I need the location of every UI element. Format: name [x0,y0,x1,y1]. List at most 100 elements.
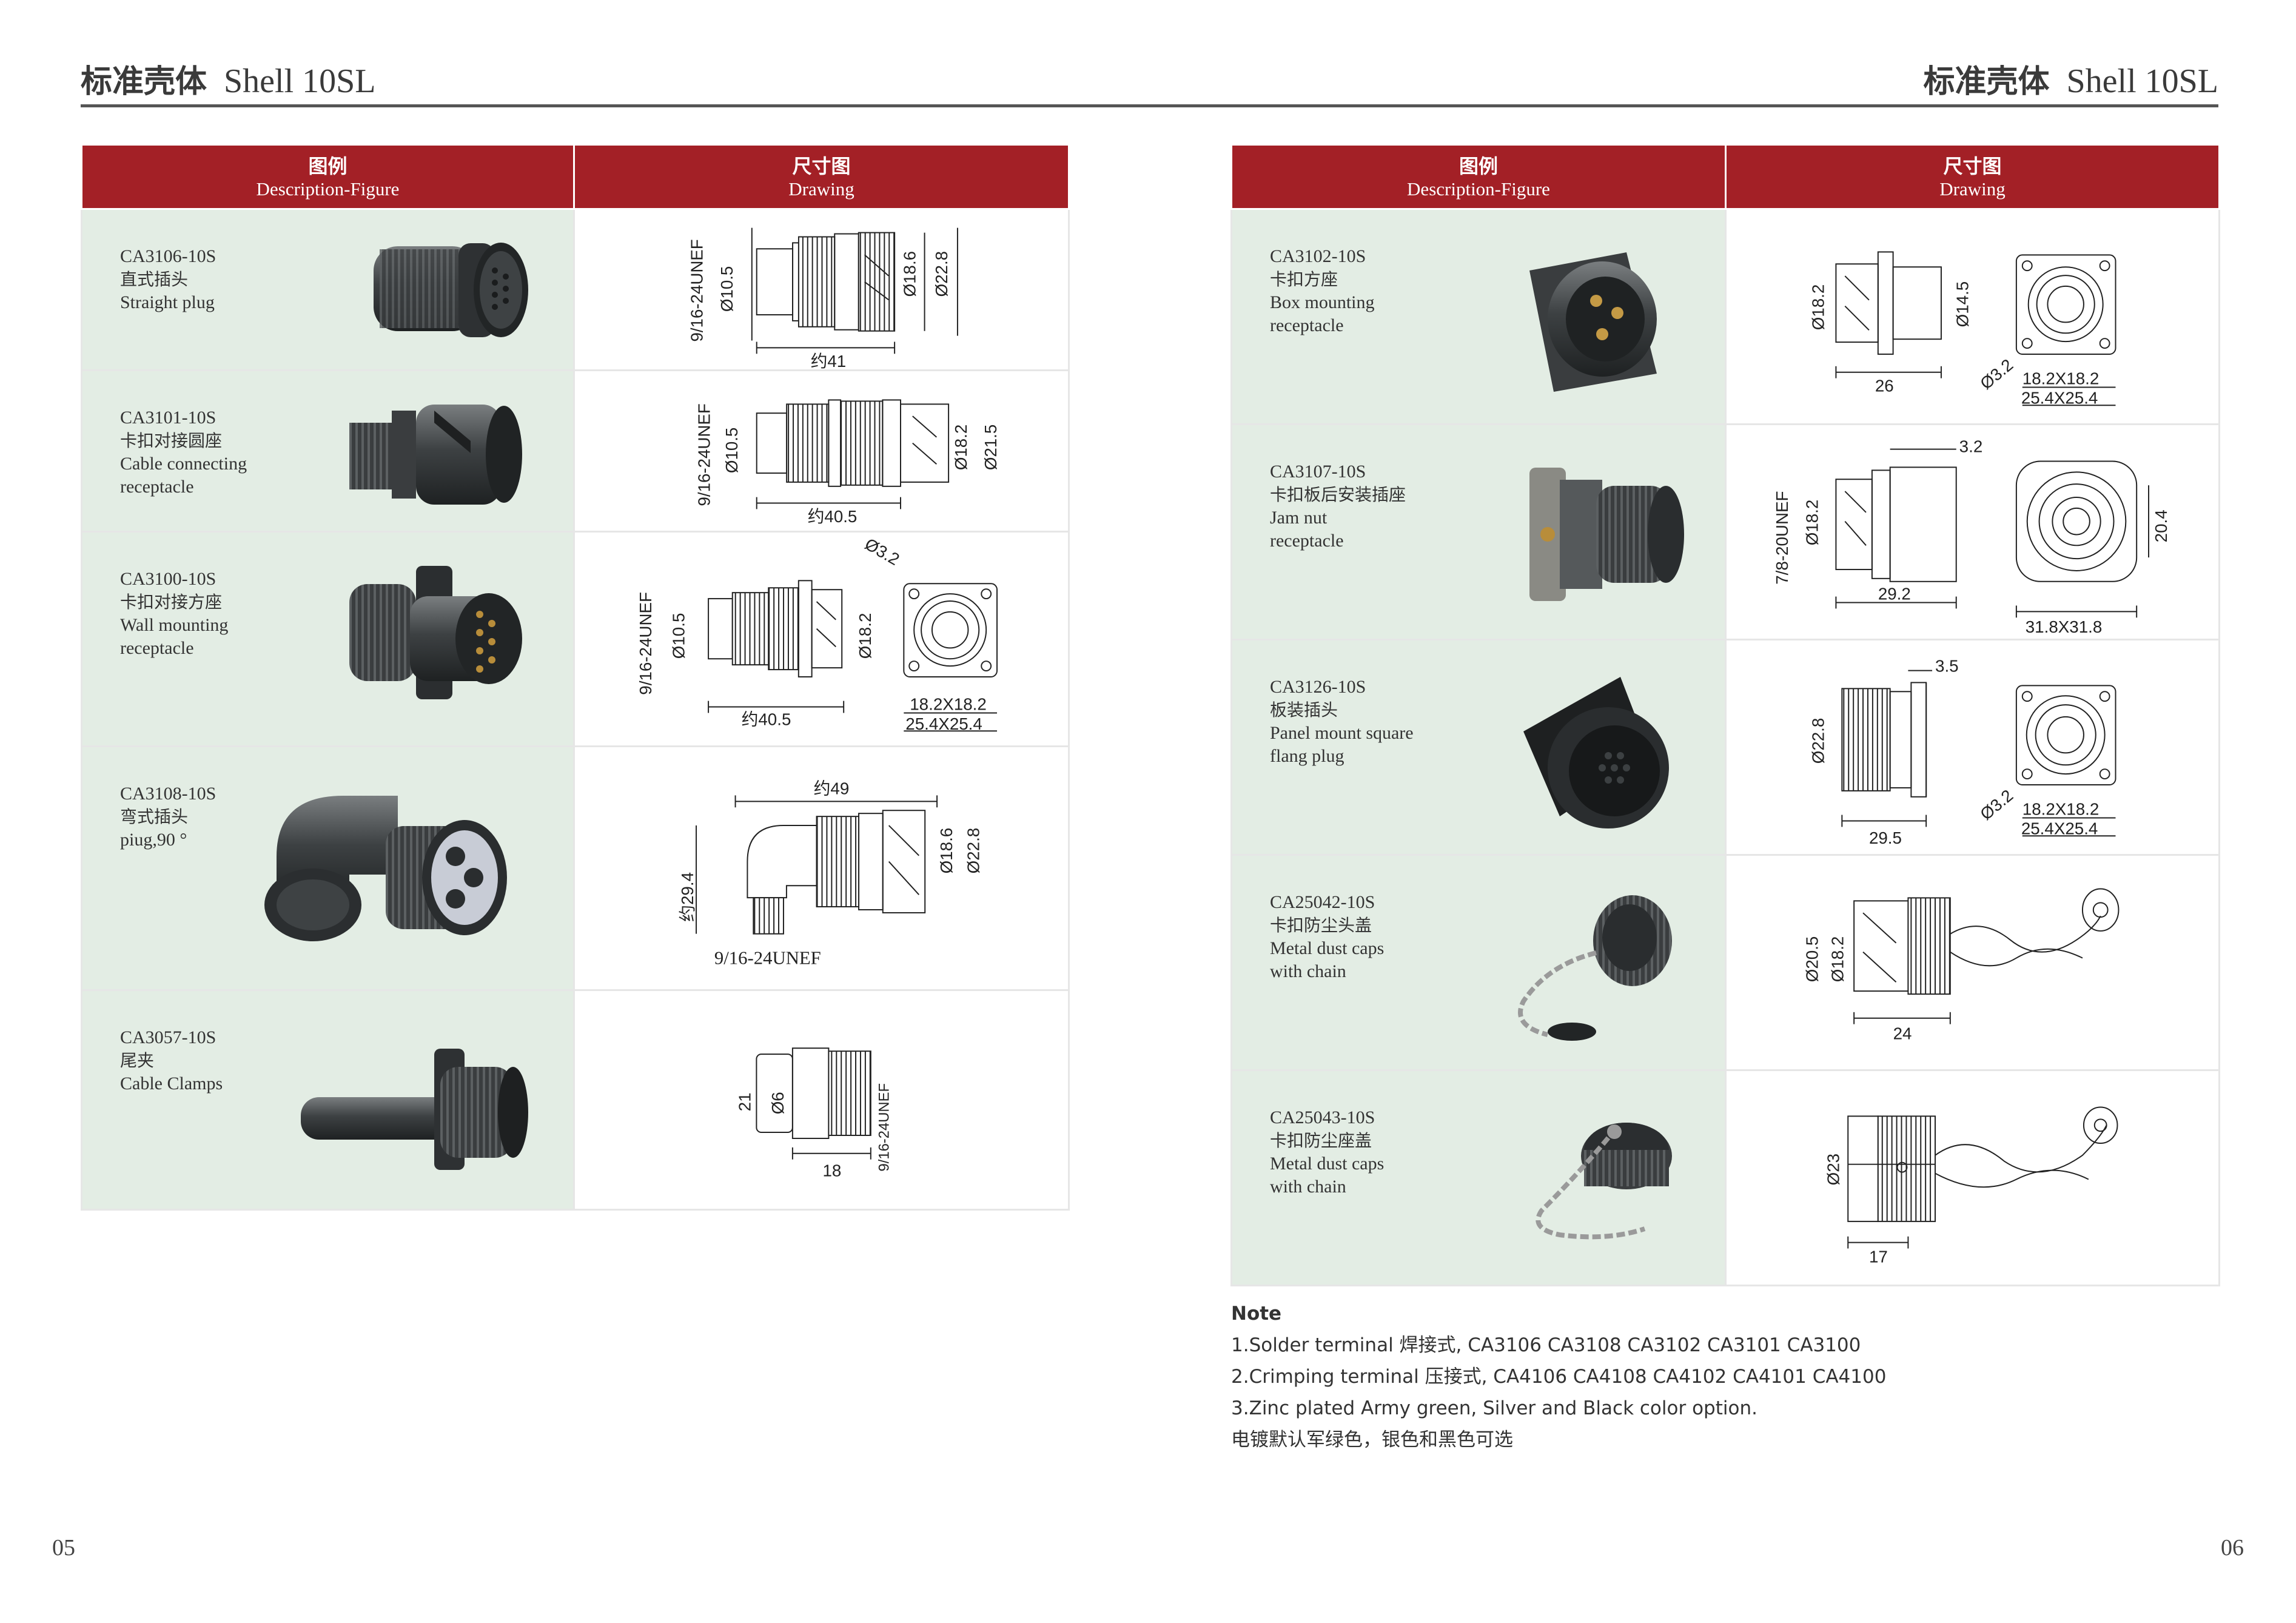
table-row: CA3101-10S 卡扣对接圆座 Cable connecting recep… [81,369,1070,533]
product-name-cn: 卡扣板后安装插座 [1270,485,1406,505]
table-row: CA3102-10S 卡扣方座 Box mounting receptacle [1230,208,2220,425]
dim-d1: Ø10.5 [717,266,736,312]
description-cell: CA3106-10S 直式插头 Straight plug [81,208,575,371]
dim-square-inner: 18.2X18.2 [2022,800,2100,819]
product-name-en: with chain [1270,1177,1346,1197]
product-name-en: Straight plug [120,292,215,312]
page-number-right: 06 [2221,1535,2244,1561]
box-mounting-receptacle-drawing: Ø18.2 Ø14.5 26 Ø3.2 18.2X18.2 25.4X25.4 [1809,251,2116,407]
dim-height: 约29.4 [678,872,697,922]
product-description: CA3106-10S 直式插头 Straight plug [120,245,216,314]
table-row: CA3106-10S 直式插头 Straight plug [81,208,1070,371]
note-line: 3.Zinc plated Army green, Silver and Bla… [1231,1397,1757,1419]
straight-plug-photo [374,243,528,337]
dim-height: 21 [735,1092,754,1111]
dim-thread: 9/16-24UNEF [636,592,655,695]
product-code: CA3057-10S [120,1027,217,1047]
wall-mounting-receptacle-drawing: 9/16-24UNEF Ø10.5 Ø18.2 Ø3.2 约40.5 18.2X… [636,534,998,733]
note-line: 电镀默认军绿色，银色和黑色可选 [1231,1429,1513,1451]
title-en: Shell 10SL [2066,62,2218,100]
product-code: CA3106-10S [120,246,217,266]
product-name-en: flang plug [1270,746,1344,766]
dim-d1: Ø18.2 [1809,284,1828,331]
drawing-cell: Ø20.5 Ø18.2 24 [1725,854,2220,1071]
dim-square-inner: 18.2X18.2 [2022,369,2100,388]
dim-d3: Ø22.8 [932,251,951,297]
dim-square-outer: 25.4X25.4 [2021,388,2098,407]
dim-thickness: 3.2 [1959,437,1983,456]
dim-d1: Ø22.8 [1809,718,1828,764]
description-cell: CA3102-10S 卡扣方座 Box mounting receptacle [1230,208,1727,425]
dim-width: 18 [822,1161,841,1180]
product-name-en: receptacle [120,477,194,497]
dim-d1: Ø23 [1824,1154,1842,1185]
drawing-cell: Ø23 17 [1725,1069,2220,1286]
dim-length: 24 [1893,1024,1912,1043]
drawing-cell: Ø18.2 Ø14.5 26 Ø3.2 18.2X18.2 25.4X25.4 [1725,208,2220,425]
dim-length: 29.2 [1878,585,1911,603]
dim-d3: Ø22.8 [964,828,983,874]
product-name-cn: 弯式插头 [120,807,189,827]
product-name-en: receptacle [1270,315,1344,335]
drawing-cell: 9/16-24UNEF Ø10.5 Ø18.2 Ø3.2 约40.5 18.2X… [573,531,1070,747]
dim-length: 17 [1869,1247,1888,1266]
angled-plug-drawing: 约49 约29.4 Ø18.6 Ø22.8 9/16-24UNEF [678,779,983,968]
dim-square: 31.8X31.8 [2026,617,2103,636]
page-number-left: 05 [52,1535,75,1561]
product-name-en: Jam nut [1270,508,1328,528]
description-cell: CA3057-10S 尾夹 Cable Clamps [81,989,575,1211]
dust-cap-plug-drawing: Ø20.5 Ø18.2 24 [1803,888,2120,1043]
dim-length: 29.5 [1869,828,1902,847]
product-name-cn: 卡扣防尘座盖 [1270,1131,1372,1151]
dim-hole: Ø3.2 [1976,786,2016,824]
dim-d2: Ø18.2 [1828,936,1847,983]
dim-length: 约40.5 [742,710,791,728]
table-row: CA3107-10S 卡扣板后安装插座 Jam nut receptacle [1230,423,2220,640]
jam-nut-receptacle-photo [1529,468,1684,601]
product-name-en: Cable Clamps [120,1074,223,1094]
title-cn: 标准壳体 [1923,64,2050,100]
dim-d1: Ø10.5 [669,613,688,659]
product-description: CA25043-10S 卡扣防尘座盖 Metal dust caps with … [1270,1106,1384,1198]
panel-mount-plug-drawing: Ø22.8 3.5 29.5 Ø3.2 18.2X18.2 25.4X25.4 [1809,657,2116,847]
dim-cable-diameter: Ø6 [768,1092,787,1114]
dim-d3: Ø21.5 [981,425,1000,470]
product-code: CA25042-10S [1270,892,1375,912]
drawing-cell: 21 Ø6 18 9/16-24UNEF [573,989,1070,1211]
product-name-en: Wall mounting [120,615,229,635]
product-description: CA3057-10S 尾夹 Cable Clamps [120,1026,223,1095]
dim-thread: 9/16-24UNEF [714,947,821,968]
description-cell: CA3108-10S 弯式插头 piug,90 ° [81,745,575,991]
dim-thread: 7/8-20UNEF [1773,491,1791,585]
dim-height: 20.4 [2152,509,2170,542]
box-mounting-receptacle-photo [1529,252,1657,392]
product-description: CA3108-10S 弯式插头 piug,90 ° [120,782,216,852]
description-cell: CA3101-10S 卡扣对接圆座 Cable connecting recep… [81,369,575,533]
product-code: CA3100-10S [120,569,217,589]
description-cell: CA3100-10S 卡扣对接方座 Wall mounting receptac… [81,531,575,747]
product-description: CA3126-10S 板装插头 Panel mount square flang… [1270,676,1414,768]
product-name-en: with chain [1270,961,1346,981]
dim-hole: Ø3.2 [1976,355,2016,393]
product-code: CA3108-10S [120,784,217,804]
product-name-en: Metal dust caps [1270,1154,1385,1174]
product-description: CA3100-10S 卡扣对接方座 Wall mounting receptac… [120,568,228,660]
dim-d2: Ø18.6 [937,828,956,874]
note-title: Note [1231,1303,1282,1325]
note-line: 2.Crimping terminal 压接式, CA4106 CA4108 C… [1231,1366,1887,1388]
product-description: CA25042-10S 卡扣防尘头盖 Metal dust caps with … [1270,891,1384,983]
note-line: 1.Solder terminal 焊接式, CA3106 CA3108 CA3… [1231,1334,1861,1356]
dim-d2: Ø18.2 [952,425,970,470]
dim-thickness: 3.5 [1935,657,1959,676]
drawing-cell: 约49 约29.4 Ø18.6 Ø22.8 9/16-24UNEF [573,745,1070,991]
angled-plug-photo [264,796,507,941]
table-row: CA3126-10S 板装插头 Panel mount square flang… [1230,639,2220,856]
description-cell: CA25042-10S 卡扣防尘头盖 Metal dust caps with … [1230,854,1727,1071]
table-row: CA25042-10S 卡扣防尘头盖 Metal dust caps with … [1230,854,2220,1071]
product-description: CA3102-10S 卡扣方座 Box mounting receptacle [1270,245,1375,337]
